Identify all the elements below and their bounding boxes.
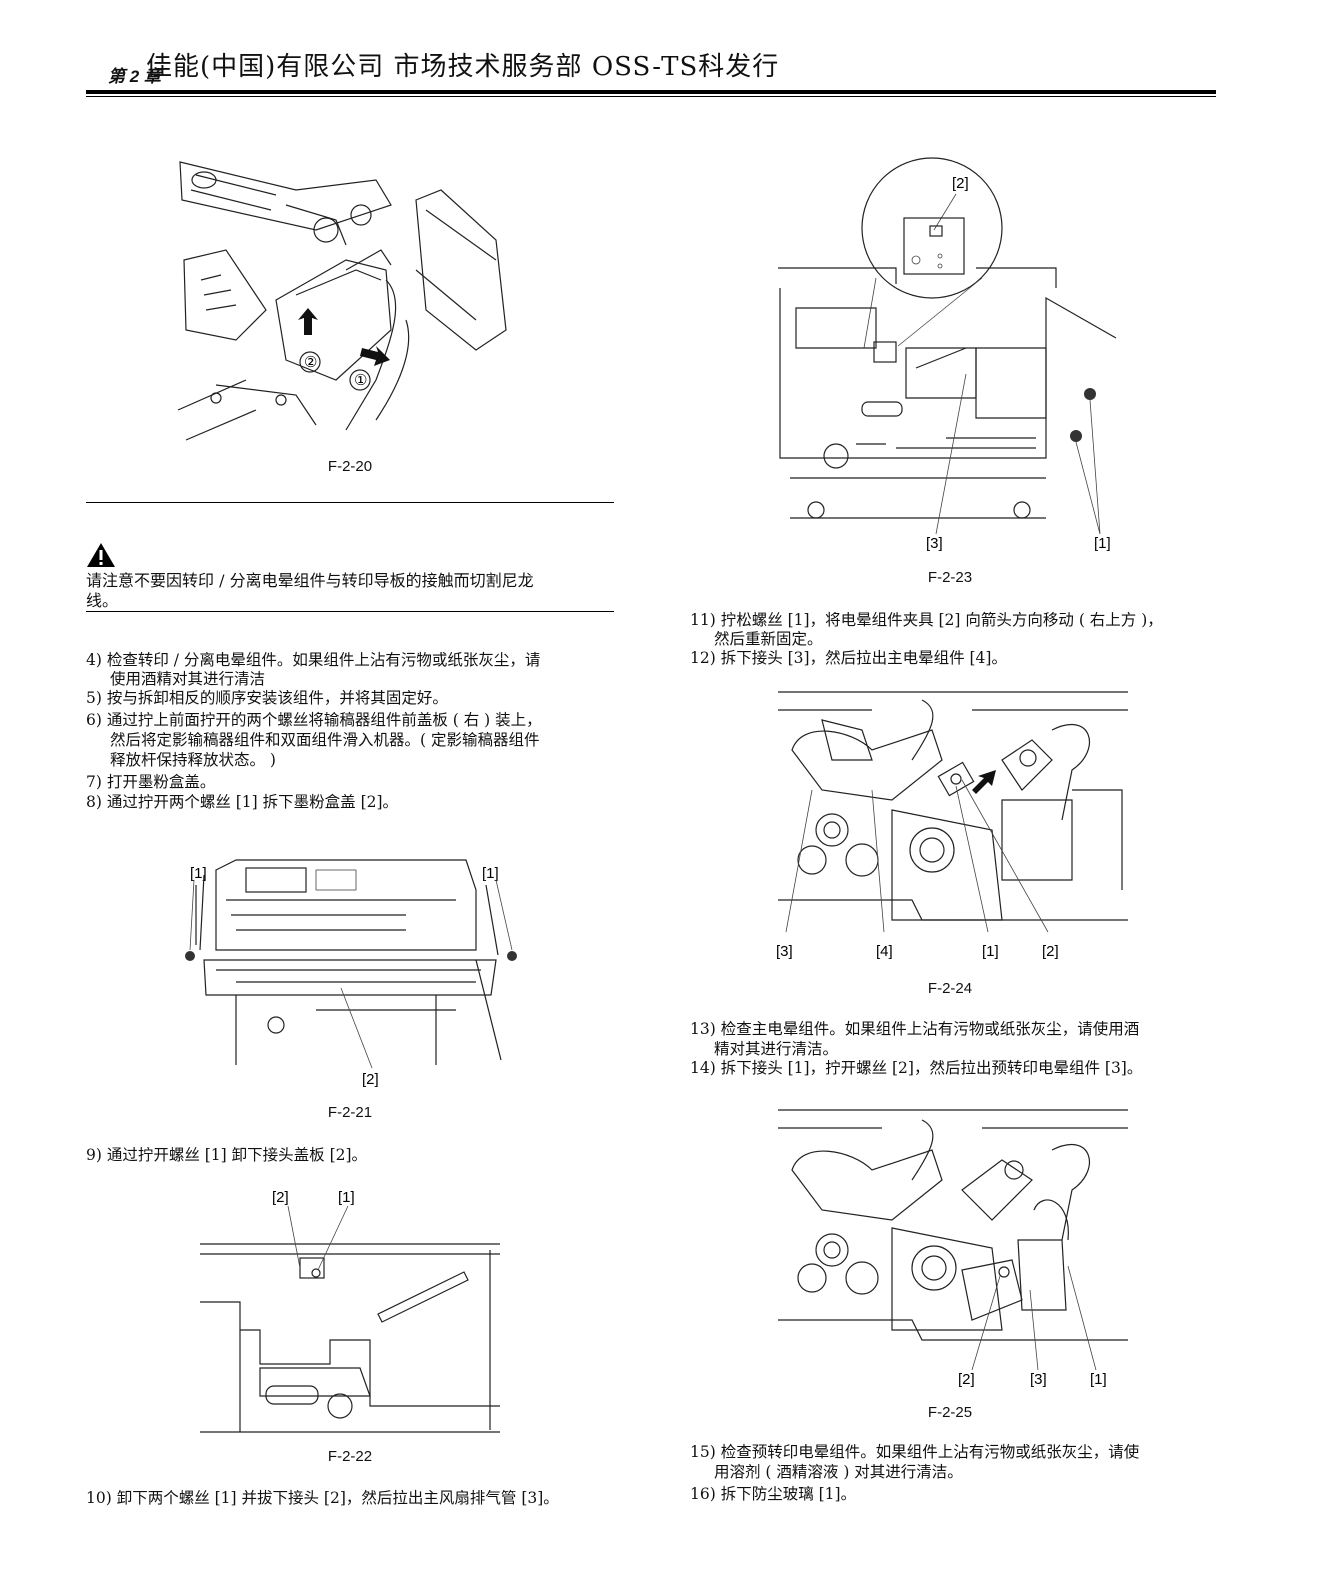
label-1: [1]	[1090, 1371, 1107, 1388]
figure-f-2-22-drawing: [2] [1]	[200, 1189, 500, 1433]
step-10: 10) 卸下两个螺丝 [1] 并拔下接头 [2]，然后拉出主风扇排气管 [3]。	[86, 1489, 559, 1507]
label-3: [3]	[776, 943, 793, 960]
figure-caption: F-2-22	[327, 1448, 373, 1465]
label-1: [1]	[982, 943, 999, 960]
label-2: [2]	[958, 1371, 975, 1388]
label-1: [1]	[338, 1189, 355, 1206]
figure-caption: F-2-23	[927, 569, 973, 586]
label-2: [2]	[1042, 943, 1059, 960]
label-2: [2]	[362, 1071, 379, 1088]
warning-text-cont: 线。	[86, 591, 119, 610]
figure-caption: F-2-24	[927, 980, 973, 997]
step-16: 16) 拆下防尘玻璃 [1]。	[690, 1485, 857, 1503]
figure-caption: F-2-20	[327, 458, 373, 475]
figure-f-2-20-drawing: ② ①	[177, 161, 507, 441]
warning-text: 请注意不要因转印 / 分离电晕组件与转印导板的接触而切割尼龙	[86, 571, 534, 590]
step-14: 14) 拆下接头 [1]，拧开螺丝 [2]，然后拉出预转印电晕组件 [3]。	[690, 1059, 1143, 1077]
figure-f-2-25-drawing: [2] [3] [1]	[778, 1109, 1128, 1388]
label-3: [3]	[926, 535, 943, 552]
figure-f-2-24-drawing: [3] [4] [1] [2]	[776, 691, 1128, 960]
step-11: 11) 拧松螺丝 [1]，将电晕组件夹具 [2] 向箭头方向移动 ( 右上方 )…	[690, 611, 1163, 629]
callout-1: ①	[354, 372, 367, 389]
label-2: [2]	[952, 175, 969, 192]
step-13: 13) 检查主电晕组件。如果组件上沾有污物或纸张灰尘，请使用酒	[690, 1020, 1140, 1038]
callout-2: ②	[304, 354, 317, 371]
figure-f-2-21-drawing: [1] [1] [2]	[185, 859, 517, 1088]
page-header-title: 佳能(中国)有限公司 市场技术服务部 OSS-TS科发行	[146, 52, 780, 82]
step-4: 4) 检查转印 / 分离电晕组件。如果组件上沾有污物或纸张灰尘，请	[86, 651, 541, 669]
step-6-cont: 然后将定影输稿器组件和双面组件滑入机器。( 定影输稿器组件	[110, 731, 540, 749]
step-5: 5) 按与拆卸相反的顺序安装该组件，并将其固定好。	[86, 689, 448, 707]
label-2: [2]	[272, 1189, 289, 1206]
label-1-right: [1]	[482, 865, 499, 882]
step-12: 12) 拆下接头 [3]，然后拉出主电晕组件 [4]。	[690, 649, 1007, 667]
chapter-label: 第 2 章	[108, 67, 161, 86]
step-15-cont: 用溶剂 ( 酒精溶液 ) 对其进行清洁。	[714, 1463, 963, 1481]
warning-divider	[86, 611, 614, 612]
header-rule-thin	[86, 96, 1216, 97]
step-11-cont: 然后重新固定。	[714, 630, 823, 648]
step-7: 7) 打开墨粉盒盖。	[86, 773, 216, 791]
figure-caption: F-2-25	[927, 1404, 973, 1421]
warning-triangle-icon	[87, 543, 115, 567]
step-6: 6) 通过拧上前面拧开的两个螺丝将输稿器组件前盖板 ( 右 ) 装上，	[86, 711, 542, 729]
label-4: [4]	[876, 943, 893, 960]
section-divider	[86, 502, 614, 503]
figure-f-2-23-drawing: [2] [3] [1]	[778, 157, 1117, 552]
label-3: [3]	[1030, 1371, 1047, 1388]
step-9: 9) 通过拧开螺丝 [1] 卸下接头盖板 [2]。	[86, 1146, 368, 1164]
step-8: 8) 通过拧开两个螺丝 [1] 拆下墨粉盒盖 [2]。	[86, 793, 399, 811]
step-4-cont: 使用酒精对其进行清洁	[110, 670, 266, 688]
label-1: [1]	[1094, 535, 1111, 552]
figure-caption: F-2-21	[327, 1104, 373, 1121]
label-1-left: [1]	[190, 865, 207, 882]
header-rule	[86, 90, 1216, 94]
step-15: 15) 检查预转印电晕组件。如果组件上沾有污物或纸张灰尘，请使	[690, 1443, 1140, 1461]
step-6-cont2: 释放杆保持释放状态。 )	[110, 751, 276, 769]
step-13-cont: 精对其进行清洁。	[714, 1040, 839, 1058]
